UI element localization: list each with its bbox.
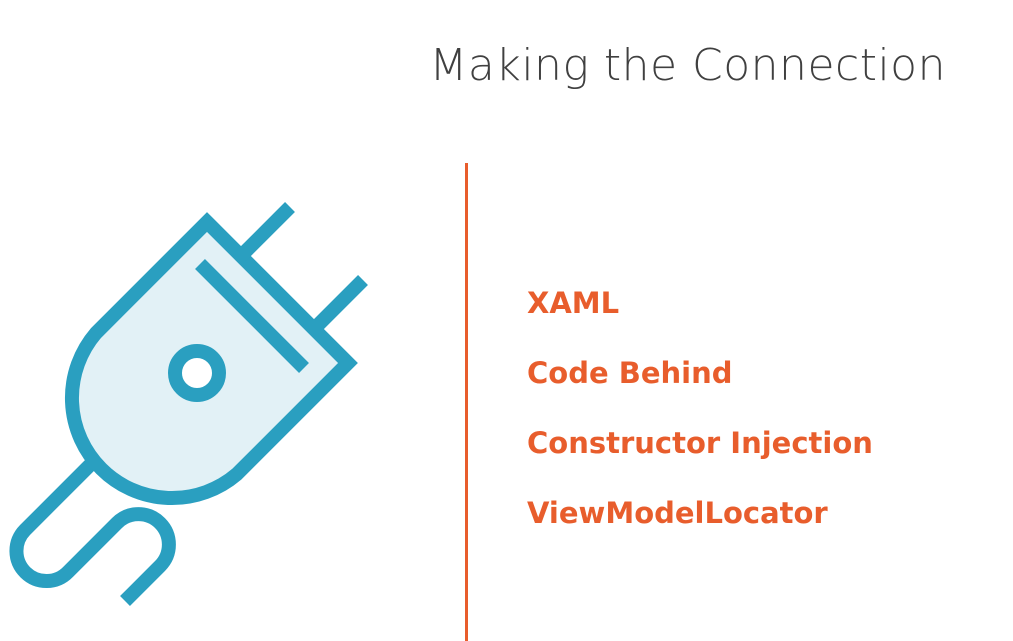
plug-prong-lower	[309, 275, 368, 334]
vertical-divider	[465, 163, 468, 641]
plug-prong-upper	[236, 202, 295, 261]
plug-ring	[168, 344, 226, 402]
topic-item: ViewModelLocator	[527, 496, 828, 530]
slide-title: Making the Connection	[429, 40, 946, 91]
plug-inner-bar	[195, 259, 309, 373]
topic-item: XAML	[527, 286, 620, 320]
plug-cable	[9, 450, 176, 606]
topic-item: Constructor Injection	[527, 426, 873, 460]
topic-list: XAML Code Behind Constructor Injection V…	[527, 283, 873, 563]
plug-icon	[9, 202, 368, 606]
topic-item: Code Behind	[527, 356, 733, 390]
